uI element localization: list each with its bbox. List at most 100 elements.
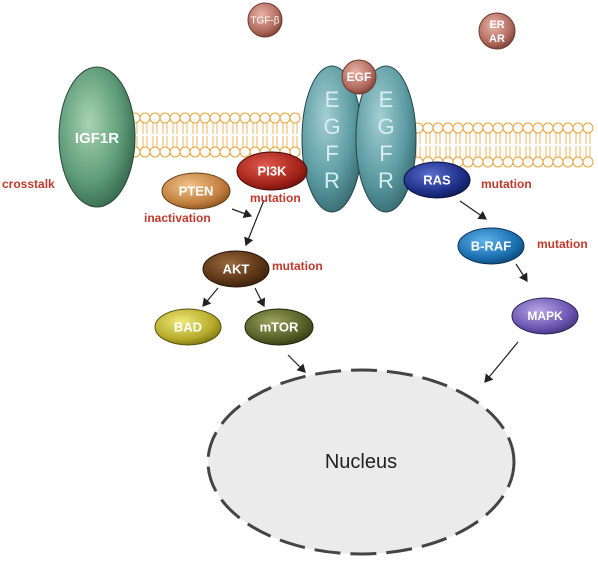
arrow-mtor-nucleus [287,354,306,373]
nucleus: Nucleus [206,368,516,556]
lipid-tail [182,123,188,147]
lipid-head [169,146,181,158]
lipid-head [462,156,474,168]
lipid-head [149,112,161,124]
lipid-tail [202,123,208,147]
arrow-mapk-nucleus [484,341,519,383]
mutation-braf-label: mutation [537,237,588,251]
arrow-akt-bad [202,287,219,307]
lipid-head [179,146,191,158]
egfr-letter: G [377,114,394,139]
egfr-letter: F [325,141,338,166]
lipid-head [149,146,161,158]
mutation-akt-label: mutation [272,259,323,273]
lipid-head [472,156,484,168]
lipid-head [159,146,171,158]
egf-ligand: EGF [341,59,377,95]
lipid-head [502,156,514,168]
lipid-head [432,122,444,134]
bad-node: BAD [154,308,222,346]
lipid-tail [222,123,228,147]
lipid-head [542,122,554,134]
lipid-tail [242,123,248,147]
lipid-head [189,112,201,124]
arrow-braf-mapk [515,263,528,283]
lipid-head [482,122,494,134]
lipid-tail [475,133,481,157]
lipid-tail [585,133,591,157]
lipid-head [209,146,221,158]
lipid-head [532,122,544,134]
lipid-tail [162,123,168,147]
lipid-head [582,156,594,168]
lipid-head [512,122,524,134]
lipid-head [492,122,504,134]
igf1r-label: IGF1R [75,130,119,147]
lipid-head [562,122,574,134]
lipid-head [289,112,301,124]
lipid-tail [565,133,571,157]
nucleus-label: Nucleus [325,451,397,473]
lipid-head [139,146,151,158]
lipid-head [229,146,241,158]
lipid-head [259,112,271,124]
lipid-tail [575,133,581,157]
pi3k-label: PI3K [258,163,288,178]
lipid-head [199,112,211,124]
lipid-tail [425,133,431,157]
arrows [202,199,528,383]
mtor-node: mTOR [244,308,314,346]
er-ar-ligand: ER AR [478,12,516,50]
lipid-tail [545,133,551,157]
egfr-letter: E [379,87,394,112]
lipid-head [522,122,534,134]
lipid-head [269,112,281,124]
lipid-tail [282,123,288,147]
mapk-node: MAPK [511,297,579,335]
lipid-tail [212,123,218,147]
lipid-head [279,112,291,124]
pten-label: PTEN [179,183,214,198]
egfr-letter: G [323,114,340,139]
egf-label: EGF [347,70,372,84]
lipid-head [572,156,584,168]
braf-label: B-RAF [471,238,511,253]
lipid-head [169,112,181,124]
lipid-tail [152,123,158,147]
lipid-tail [192,123,198,147]
lipid-head [422,122,434,134]
lipid-tail [232,123,238,147]
tgf-beta-ligand: TGF-β [247,2,283,38]
ar-label: AR [489,33,505,45]
lipid-head [482,156,494,168]
mtor-label: mTOR [260,319,299,334]
lipid-head [582,122,594,134]
lipid-tail [485,133,491,157]
lipid-tail [172,123,178,147]
lipid-head [159,112,171,124]
lipid-head [572,122,584,134]
lipid-head [472,122,484,134]
egfr-letter: F [379,141,392,166]
egfr-letter: R [324,168,340,193]
lipid-tail [515,133,521,157]
lipid-head [179,112,191,124]
akt-node: AKT [202,250,270,288]
tgf-beta-label: TGF-β [250,16,279,27]
lipid-tail [415,133,421,157]
lipid-head [139,112,151,124]
lipid-head [249,112,261,124]
lipid-tail [495,133,501,157]
lipid-head [239,112,251,124]
braf-node: B-RAF [457,227,525,265]
lipid-tail [505,133,511,157]
lipid-head [532,156,544,168]
lipid-head [199,146,211,158]
egfr-letter: E [325,87,340,112]
bad-label: BAD [174,319,202,334]
lipid-tail [445,133,451,157]
lipid-tail [455,133,461,157]
